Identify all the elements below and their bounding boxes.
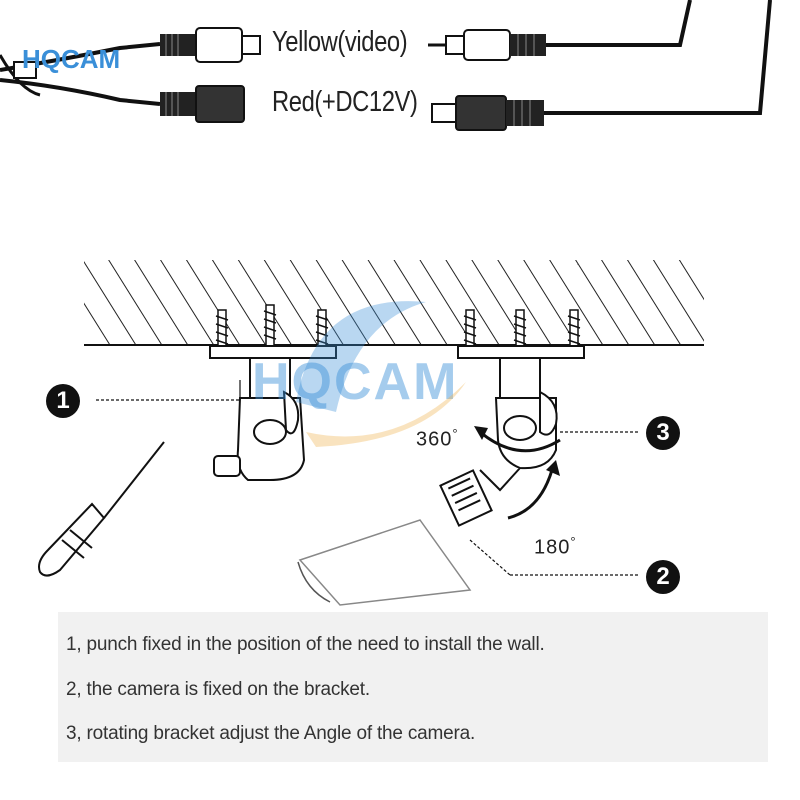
screwdriver bbox=[38, 441, 165, 577]
angle-360-label: 360° bbox=[416, 426, 459, 451]
brand-watermark-top: HQCAM bbox=[22, 44, 121, 74]
instruction-step-1: 1, punch fixed in the position of the ne… bbox=[66, 634, 545, 655]
red-power-label: Red(+DC12V) bbox=[272, 86, 418, 118]
leader-2 bbox=[469, 539, 511, 576]
instructions-panel bbox=[58, 612, 768, 762]
brand-swoosh bbox=[296, 301, 466, 447]
cable-junction bbox=[13, 61, 37, 79]
angle-180-label: 180° bbox=[534, 534, 577, 559]
mounting-illustration bbox=[38, 260, 704, 606]
callout-1: 1 bbox=[46, 384, 80, 418]
brand-watermark-center: HQCAM bbox=[252, 353, 459, 411]
wiring-illustration bbox=[0, 0, 772, 131]
ceiling-hatch bbox=[84, 260, 704, 344]
yellow-video-label: Yellow(video) bbox=[272, 26, 408, 58]
bracket-left bbox=[209, 345, 337, 481]
red-connector-male bbox=[431, 0, 772, 131]
callout-3: 3 bbox=[646, 416, 680, 450]
callout-2: 2 bbox=[646, 560, 680, 594]
instruction-step-2: 2, the camera is fixed on the bracket. bbox=[66, 679, 370, 700]
rotate-arrow-360 bbox=[479, 430, 561, 453]
instruction-step-3: 3, rotating bracket adjust the Angle of … bbox=[66, 723, 476, 744]
bracket-right bbox=[439, 345, 585, 527]
cable-branch bbox=[0, 78, 161, 106]
red-connector-female bbox=[160, 85, 245, 123]
yellow-connector-female bbox=[160, 27, 261, 63]
tilt-arrow-180 bbox=[507, 469, 554, 520]
cable-tail bbox=[0, 54, 41, 97]
camera-body bbox=[298, 519, 472, 606]
yellow-connector-male bbox=[428, 0, 692, 61]
camera-lens-assembly bbox=[439, 469, 493, 527]
